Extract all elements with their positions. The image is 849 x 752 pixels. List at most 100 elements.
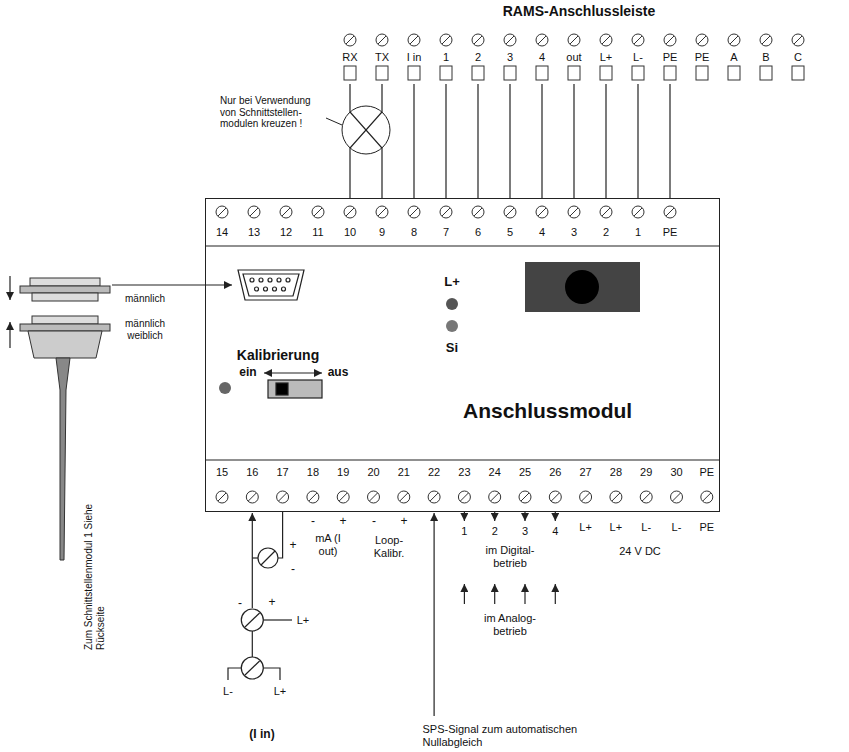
dsub-socket xyxy=(264,287,268,291)
dsub-socket xyxy=(277,278,281,282)
terminal-screw xyxy=(430,493,438,501)
terminal-screw xyxy=(408,34,420,46)
terminal-screw xyxy=(339,493,347,501)
terminal-screw xyxy=(280,206,292,218)
terminal-screw xyxy=(307,491,319,503)
wire xyxy=(445,84,446,198)
terminal-screw xyxy=(568,34,580,46)
status-led xyxy=(219,298,458,394)
terminal-screws xyxy=(216,34,804,503)
terminal-screw xyxy=(519,491,531,503)
terminal-number: 15 xyxy=(216,466,228,479)
terminal-number: 5 xyxy=(507,226,513,239)
terminal-screw xyxy=(280,206,292,218)
dsub-socket xyxy=(259,278,263,282)
terminal-screw xyxy=(551,493,559,501)
terminal-number: 16 xyxy=(246,466,258,479)
wire xyxy=(477,84,478,198)
plug-arrow xyxy=(9,322,10,348)
dsub-socket xyxy=(250,278,254,282)
terminal-screw xyxy=(612,493,620,501)
terminal-screw xyxy=(489,491,501,503)
channel-number: 4 xyxy=(552,525,558,538)
terminal-screw xyxy=(440,206,452,218)
terminal-screw xyxy=(504,206,516,218)
terminal-number: 13 xyxy=(248,226,260,239)
terminal-screw xyxy=(582,493,590,501)
terminal-number: 28 xyxy=(610,466,622,479)
clamp-opening xyxy=(600,66,612,80)
terminal-screw xyxy=(519,491,531,503)
terminal-screw xyxy=(664,34,676,46)
terminal-screw xyxy=(474,36,482,44)
polarity-sign: + xyxy=(339,515,346,529)
terminal-screw xyxy=(536,34,548,46)
dsub-socket xyxy=(238,270,304,300)
channel-number: 3 xyxy=(522,525,528,538)
terminal-screw xyxy=(440,206,452,218)
terminal-screw xyxy=(489,491,501,503)
field-wiring xyxy=(555,511,556,521)
terminal-screw xyxy=(762,36,770,44)
terminal-screw xyxy=(248,206,260,218)
terminal-screw xyxy=(376,206,388,218)
clamp-opening xyxy=(632,66,644,80)
terminal-screw xyxy=(760,34,772,46)
terminal-number: 19 xyxy=(337,466,349,479)
terminal-screw xyxy=(664,206,676,218)
plug-drawing xyxy=(20,278,110,560)
terminal-number: 22 xyxy=(428,466,440,479)
terminal-label: L+ xyxy=(600,51,613,64)
clamp-opening xyxy=(376,66,388,80)
terminal-screw xyxy=(408,34,420,46)
adjust-knob xyxy=(565,270,599,304)
polarity-sign: + xyxy=(400,515,407,529)
field-wiring xyxy=(263,619,292,620)
terminal-screw xyxy=(602,36,610,44)
terminal-screw xyxy=(337,491,349,503)
terminal-label: L- xyxy=(633,51,643,64)
calibration-switch xyxy=(264,373,322,398)
led-label: L+ xyxy=(444,275,460,290)
terminal-screw xyxy=(568,206,580,218)
field-wiring xyxy=(278,512,283,558)
terminal-screw xyxy=(642,493,650,501)
terminal-number: 23 xyxy=(458,466,470,479)
field-wiring xyxy=(494,511,495,521)
terminal-screw xyxy=(536,206,548,218)
clamp-opening xyxy=(664,66,676,80)
terminal-screw xyxy=(398,491,410,503)
clamp-opening xyxy=(472,66,484,80)
wire xyxy=(637,84,638,198)
terminal-label: I in xyxy=(407,51,422,64)
terminal-screw xyxy=(792,34,804,46)
terminal-screw xyxy=(216,491,228,503)
terminal-screw xyxy=(218,208,226,216)
field-wiring xyxy=(241,609,263,631)
terminal-number: PE xyxy=(699,466,714,479)
terminal-screw xyxy=(728,34,740,46)
note-text: Nur bei Verwendung von Schnittstellen- m… xyxy=(220,95,320,130)
terminal-screw xyxy=(246,491,258,503)
terminal-screw xyxy=(664,34,676,46)
terminal-label: 3 xyxy=(507,51,513,64)
terminal-screw xyxy=(504,34,516,46)
terminal-screw xyxy=(442,208,450,216)
supply-label: L- xyxy=(672,521,682,534)
terminal-screw xyxy=(568,206,580,218)
terminal-screw xyxy=(307,491,319,503)
terminal-screw xyxy=(538,208,546,216)
terminal-number: 4 xyxy=(539,226,545,239)
terminal-screw xyxy=(408,206,420,218)
plug-arrow xyxy=(9,276,10,300)
terminal-screw xyxy=(632,34,644,46)
terminal-screw xyxy=(282,208,290,216)
adjust-knob xyxy=(525,262,640,312)
terminal-screw xyxy=(506,208,514,216)
supply-label: L+ xyxy=(274,685,287,698)
terminal-screw xyxy=(378,208,386,216)
terminal-number: 20 xyxy=(367,466,379,479)
status-led xyxy=(446,320,458,332)
terminal-label: 2 xyxy=(475,51,481,64)
